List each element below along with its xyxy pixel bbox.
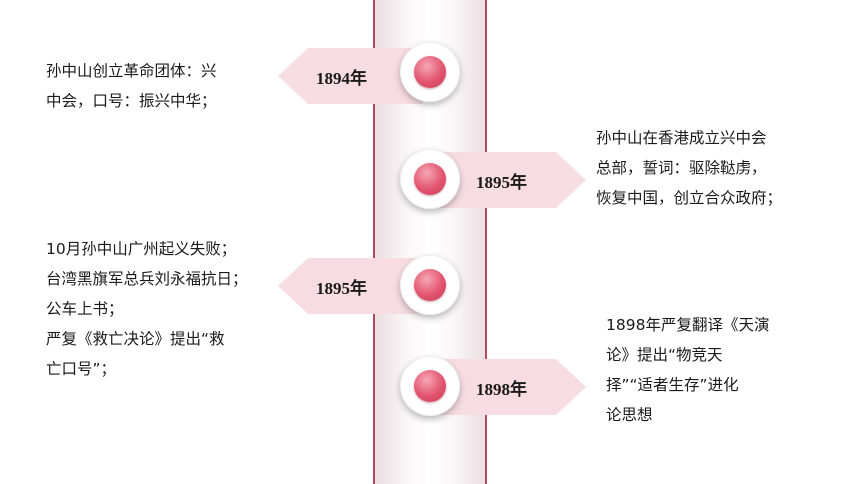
node-dot-icon	[414, 56, 446, 88]
event-line: 恢复中国，创立合众政府；	[596, 189, 783, 207]
event-line: 台湾黑旗军总兵刘永福抗日；	[46, 270, 248, 288]
year-tag-1898: 1898年	[440, 359, 586, 415]
event-line: 择”“适者生存”进化	[606, 376, 739, 394]
year-tag-1895-a: 1895年	[440, 152, 586, 208]
event-line: 论》提出“物竞天	[606, 346, 723, 364]
year-tag-1894: 1894年	[278, 48, 423, 104]
event-line: 10月孙中山广州起义失败；	[46, 240, 237, 258]
event-line: 1898年严复翻译《天演	[606, 316, 770, 334]
year-label: 1895年	[476, 172, 527, 192]
event-line: 亡口号”；	[46, 360, 117, 378]
year-label: 1895年	[316, 278, 367, 298]
event-text-1898: 1898年严复翻译《天演 论》提出“物竞天 择”“适者生存”进化 论思想	[606, 310, 802, 430]
event-line: 论思想	[606, 406, 653, 424]
timeline-node	[400, 149, 460, 209]
event-text-1895-b: 10月孙中山广州起义失败； 台湾黑旗军总兵刘永福抗日； 公车上书； 严复《救亡决…	[46, 234, 272, 384]
timeline-node	[400, 42, 460, 102]
event-line: 严复《救亡决论》提出“救	[46, 330, 225, 348]
year-label: 1894年	[316, 68, 367, 88]
event-line: 中会，口号：振兴中华；	[46, 92, 217, 110]
event-line: 孙中山在香港成立兴中会	[596, 129, 767, 147]
event-line: 孙中山创立革命团体：兴	[46, 62, 217, 80]
node-dot-icon	[414, 163, 446, 195]
year-label: 1898年	[476, 379, 527, 399]
event-text-1895-a: 孙中山在香港成立兴中会 总部，誓词：驱除鞑虏， 恢复中国，创立合众政府；	[596, 123, 806, 213]
event-line: 总部，誓词：驱除鞑虏，	[596, 159, 767, 177]
event-line: 公车上书；	[46, 300, 124, 318]
timeline-node	[400, 255, 460, 315]
event-text-1894: 孙中山创立革命团体：兴 中会，口号：振兴中华；	[46, 56, 246, 116]
timeline-node	[400, 356, 460, 416]
node-dot-icon	[414, 370, 446, 402]
year-tag-1895-b: 1895年	[278, 258, 423, 314]
node-dot-icon	[414, 269, 446, 301]
